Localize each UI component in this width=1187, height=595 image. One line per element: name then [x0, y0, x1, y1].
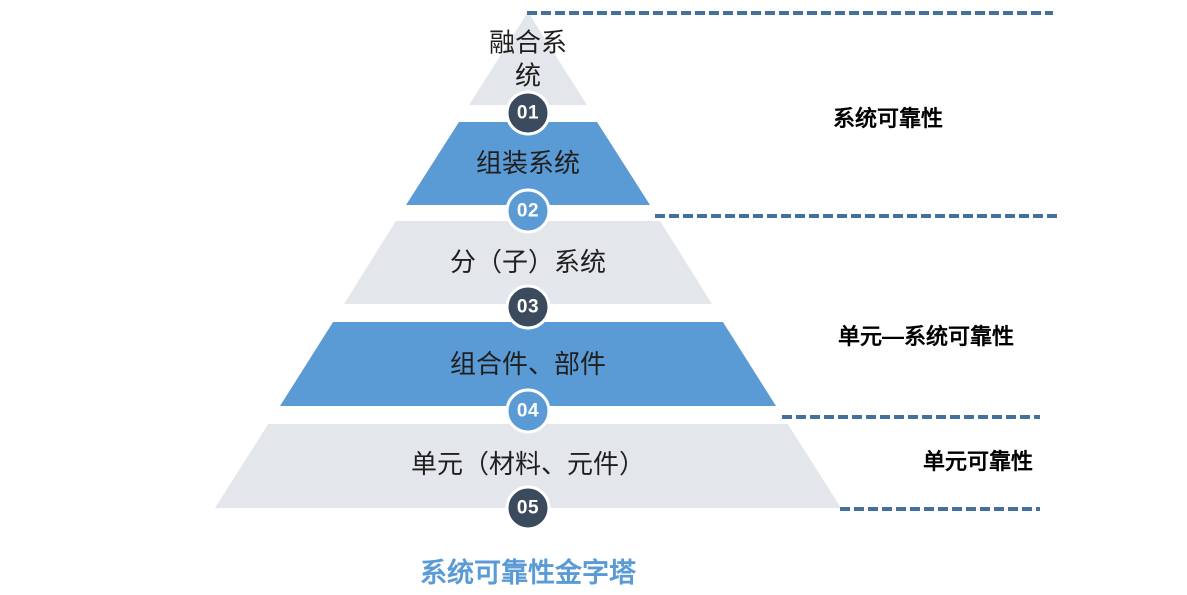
level-3-number-badge: 03	[505, 284, 551, 330]
pyramid-level-4-label: 组合件、部件	[449, 348, 607, 379]
level-5-number-badge: 05	[505, 485, 551, 531]
pyramid-level-1-label: 融合系统	[488, 27, 567, 91]
pyramid-level-3-label: 分（子）系统	[449, 246, 607, 277]
diagram-title: 系统可靠性金字塔	[420, 558, 636, 588]
dashed-line-after-level-4	[782, 415, 1040, 419]
side-label-unit-reliability: 单元可靠性	[923, 449, 1034, 474]
dashed-line-after-level-2	[655, 214, 1060, 218]
side-label-unit-system-reliability: 单元—系统可靠性	[838, 324, 1015, 349]
level-2-number-badge: 02	[505, 188, 551, 234]
dashed-line-top	[527, 11, 1053, 15]
level-1-number-badge: 01	[505, 90, 551, 136]
side-label-system-reliability: 系统可靠性	[833, 106, 944, 131]
level-4-number-badge: 04	[505, 388, 551, 434]
pyramid-level-2-label: 组装系统	[475, 147, 581, 178]
dashed-line-bottom	[840, 507, 1040, 511]
pyramid-level-5-label: 单元（材料、元件）	[410, 448, 646, 479]
